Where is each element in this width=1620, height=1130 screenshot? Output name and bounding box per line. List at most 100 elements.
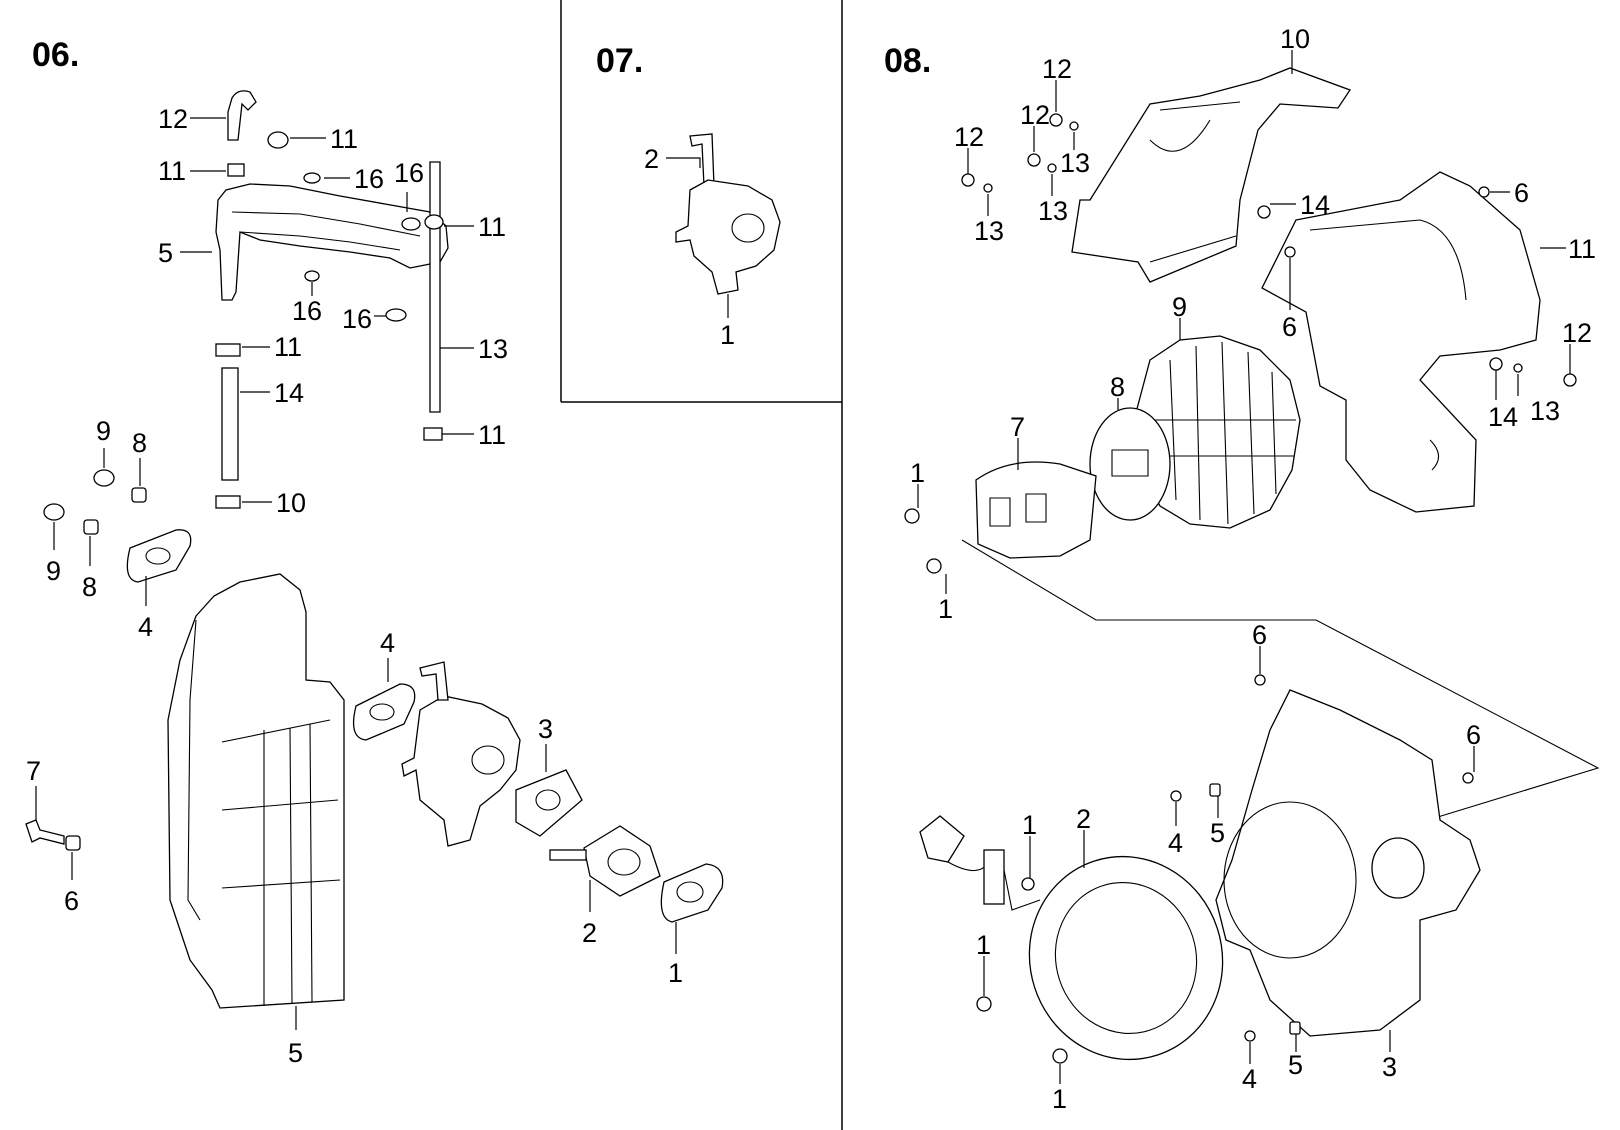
callout: 2 — [582, 918, 597, 948]
section-07-callouts: 2 1 — [644, 144, 735, 350]
callout: 13 — [1060, 148, 1090, 178]
callout: 11 — [330, 124, 358, 154]
callout: 1 — [1052, 1084, 1067, 1114]
starter-handle — [919, 815, 965, 863]
gasket-3-hole — [535, 789, 561, 811]
callout: 11 — [478, 420, 506, 450]
callout: 16 — [354, 164, 384, 194]
section-06-leaders — [35, 117, 677, 1030]
bolt-7 — [25, 819, 65, 845]
collar-8-top — [131, 487, 147, 503]
starter-cup — [975, 461, 1097, 559]
callout: 7 — [26, 756, 41, 786]
callout: 4 — [380, 628, 395, 658]
upper-shroud — [1071, 67, 1351, 283]
callout: 8 — [132, 428, 147, 458]
section-07-leaders — [666, 157, 729, 318]
bolt-1a — [904, 508, 920, 524]
clamp-11-mid — [215, 343, 241, 357]
callout: 1 — [720, 320, 735, 350]
washer-13d — [1513, 363, 1523, 373]
callout: 1 — [910, 458, 925, 488]
clamp-10 — [215, 495, 241, 509]
callout: 12 — [1020, 100, 1050, 130]
callout: 14 — [1488, 402, 1518, 432]
callout: 10 — [276, 488, 306, 518]
callout: 12 — [1042, 54, 1072, 84]
callout: 4 — [1242, 1064, 1257, 1094]
recoil-starter — [1028, 855, 1224, 1061]
callout: 1 — [668, 958, 683, 988]
section-07-drawing — [675, 133, 781, 295]
carb-07-bore — [731, 213, 765, 243]
gasket-1-hole — [676, 881, 704, 903]
bolt-12b — [1027, 153, 1041, 167]
nut-16b — [401, 217, 421, 231]
nut-9-left — [43, 503, 65, 521]
callout: 9 — [46, 556, 61, 586]
callout: 6 — [1282, 312, 1297, 342]
tank-bracket — [215, 183, 449, 301]
bolt-4-upper — [1170, 790, 1182, 802]
collar-5-upper — [1209, 783, 1221, 797]
callout: 13 — [974, 216, 1004, 246]
bolt-1e — [1052, 1048, 1068, 1064]
callout: 11 — [158, 156, 186, 186]
callout: 11 — [1568, 234, 1596, 264]
callout: 2 — [644, 144, 659, 174]
housing-panel — [221, 719, 341, 1006]
carburetor-07 — [675, 179, 781, 295]
gasket-hole — [145, 547, 171, 565]
nut-14-right — [1489, 357, 1503, 371]
hose-clamp-left — [227, 163, 245, 177]
washer-13c — [983, 183, 993, 193]
lower-shroud — [1261, 171, 1541, 513]
breather-elbow — [227, 90, 257, 141]
collar-8-left — [83, 519, 99, 535]
housing-rim — [187, 619, 201, 921]
callout: 6 — [1514, 178, 1529, 208]
callout: 8 — [1110, 372, 1125, 402]
air-cleaner-housing — [167, 573, 345, 1009]
section-title-07: 07. — [596, 42, 643, 80]
fan-blades — [1142, 341, 1296, 525]
bracket-detail — [231, 211, 421, 251]
callout: 12 — [1562, 318, 1592, 348]
callout: 13 — [1530, 396, 1560, 426]
bolt-6-housing-top — [1254, 674, 1266, 686]
fan-housing — [1215, 689, 1481, 1037]
callout: 4 — [138, 612, 153, 642]
bolt-12a — [1049, 113, 1063, 127]
carb-lever — [419, 661, 449, 701]
callout: 1 — [976, 930, 991, 960]
section-06-drawing — [25, 90, 724, 1009]
callout: 11 — [478, 212, 506, 242]
callout: 11 — [274, 332, 302, 362]
recoil-inner — [1054, 882, 1198, 1034]
callout: 14 — [274, 378, 304, 408]
fuel-pipe — [429, 161, 441, 413]
callout: 3 — [538, 714, 553, 744]
upper-shroud-detail — [1149, 101, 1241, 263]
callout: 12 — [954, 122, 984, 152]
carburetor-06 — [401, 695, 521, 847]
fan-housing-opening — [1223, 801, 1357, 959]
insulator-2 — [583, 825, 661, 897]
callout: 6 — [1252, 620, 1267, 650]
section-08-drawing — [904, 67, 1600, 1064]
assembly-guide-line — [961, 539, 1600, 821]
section-08-leaders — [917, 50, 1571, 1084]
section-06-callouts: 12 11 11 16 16 11 5 16 16 11 13 14 9 8 9… — [26, 104, 683, 1068]
cup-windows — [989, 493, 1047, 527]
gasket-3 — [515, 769, 583, 837]
callout: 4 — [1168, 828, 1183, 858]
bolt-4-lower — [1244, 1030, 1256, 1042]
collar-6 — [65, 835, 81, 851]
callout: 5 — [1210, 818, 1225, 848]
callout: 13 — [1038, 196, 1068, 226]
callout: 9 — [96, 416, 111, 446]
callout: 14 — [1300, 190, 1330, 220]
callout: 5 — [1288, 1050, 1303, 1080]
bolt-6-right — [1478, 186, 1490, 198]
